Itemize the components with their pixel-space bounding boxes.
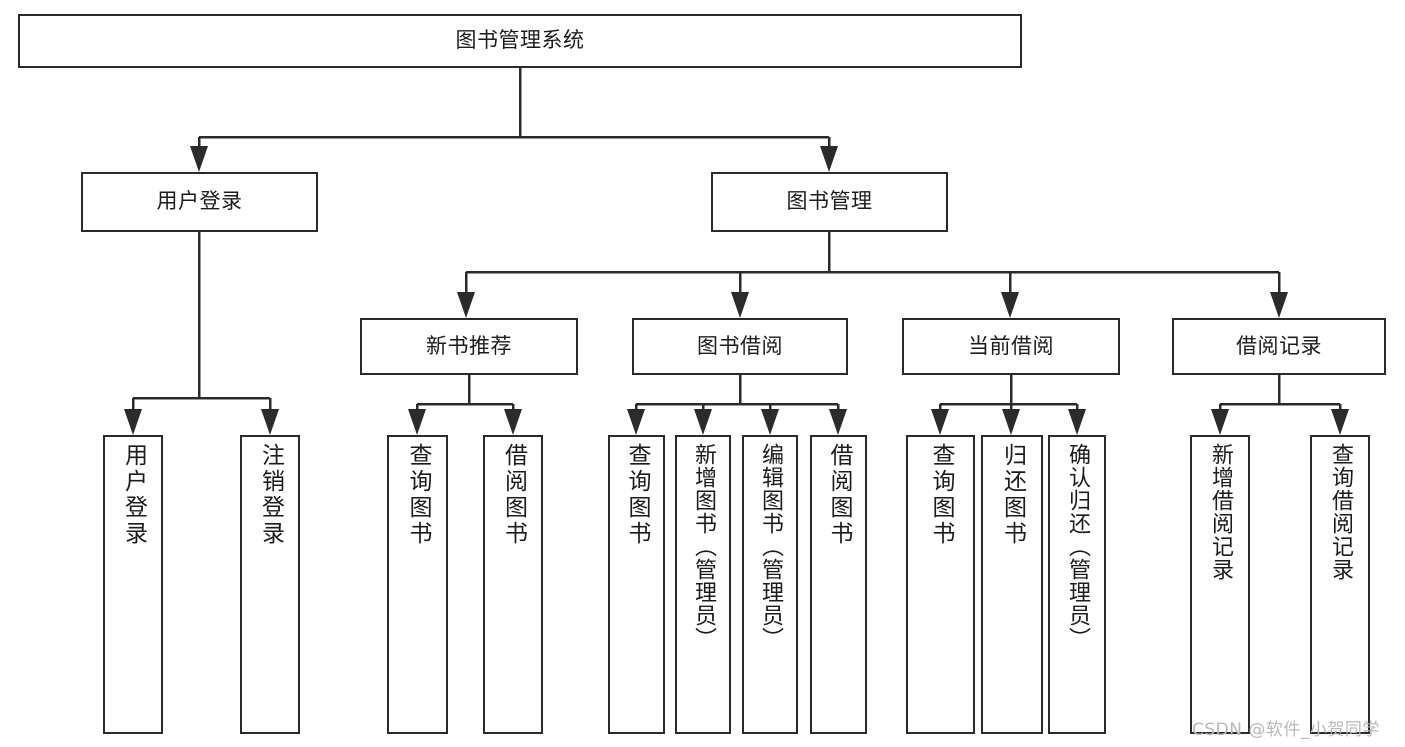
- node-label: 当前借阅: [968, 333, 1054, 358]
- node-root: 图书管理系统: [18, 14, 1022, 68]
- node-leaf-user-logout: 注销登录: [240, 435, 300, 734]
- node-new-book-rec: 新书推荐: [360, 318, 578, 375]
- node-leaf-add-book: 新增图书（管理员）: [675, 435, 731, 734]
- arrowhead-icon: [457, 292, 475, 318]
- arrowhead-icon: [1211, 409, 1229, 435]
- arrowhead-icon: [1002, 409, 1020, 435]
- arrowhead-icon: [820, 146, 838, 172]
- node-leaf-confirm-return: 确认归还（管理员）: [1048, 435, 1106, 734]
- node-leaf-add-record: 新增借阅记录: [1190, 435, 1250, 734]
- arrowhead-icon: [731, 292, 749, 318]
- node-label: 确认归还（管理员）: [1065, 443, 1090, 650]
- node-leaf-query-record: 查询借阅记录: [1310, 435, 1370, 734]
- node-label: 新书推荐: [426, 333, 512, 358]
- arrowhead-icon: [627, 409, 645, 435]
- node-current-borrow: 当前借阅: [902, 318, 1120, 375]
- arrowhead-icon: [261, 409, 279, 435]
- node-label: 编辑图书（管理员）: [758, 443, 783, 650]
- arrowhead-icon: [1068, 409, 1086, 435]
- arrowhead-icon: [829, 409, 847, 435]
- node-label: 新增图书（管理员）: [691, 443, 716, 650]
- node-label: 查询借阅记录: [1328, 443, 1353, 581]
- node-leaf-borrow-book-2: 借阅图书: [810, 435, 867, 734]
- node-label: 查询图书: [405, 443, 431, 547]
- arrowhead-icon: [1001, 292, 1019, 318]
- node-label: 新增借阅记录: [1208, 443, 1233, 581]
- node-book-manage: 图书管理: [711, 172, 948, 232]
- node-leaf-query-book-3: 查询图书: [906, 435, 975, 734]
- arrowhead-icon: [190, 146, 208, 172]
- arrowhead-icon: [1331, 409, 1349, 435]
- node-label: 查询图书: [928, 443, 954, 547]
- node-label: 图书管理系统: [455, 28, 585, 53]
- node-leaf-edit-book: 编辑图书（管理员）: [742, 435, 798, 734]
- node-book-borrow: 图书借阅: [632, 318, 848, 375]
- node-leaf-borrow-book-1: 借阅图书: [483, 435, 543, 734]
- arrowhead-icon: [1270, 292, 1288, 318]
- node-label: 图书借阅: [697, 333, 783, 358]
- node-label: 借阅记录: [1236, 333, 1322, 358]
- node-label: 用户登录: [156, 189, 243, 214]
- arrowhead-icon: [931, 409, 949, 435]
- node-user-login: 用户登录: [81, 172, 318, 232]
- arrowhead-icon: [124, 409, 142, 435]
- node-label: 用户登录: [120, 443, 147, 547]
- arrowhead-icon: [504, 409, 522, 435]
- node-borrow-record: 借阅记录: [1172, 318, 1386, 375]
- arrowhead-icon: [408, 409, 426, 435]
- node-label: 注销登录: [257, 443, 284, 547]
- node-label: 归还图书: [999, 443, 1026, 547]
- node-leaf-user-login: 用户登录: [103, 435, 163, 734]
- node-leaf-return-book: 归还图书: [981, 435, 1043, 734]
- node-leaf-query-book-1: 查询图书: [387, 435, 448, 734]
- node-label: 查询图书: [624, 443, 650, 547]
- node-label: 借阅图书: [826, 443, 852, 547]
- node-label: 借阅图书: [500, 443, 527, 547]
- arrowhead-icon: [694, 409, 712, 435]
- node-label: 图书管理: [786, 189, 873, 214]
- arrowhead-icon: [761, 409, 779, 435]
- node-leaf-query-book-2: 查询图书: [608, 435, 665, 734]
